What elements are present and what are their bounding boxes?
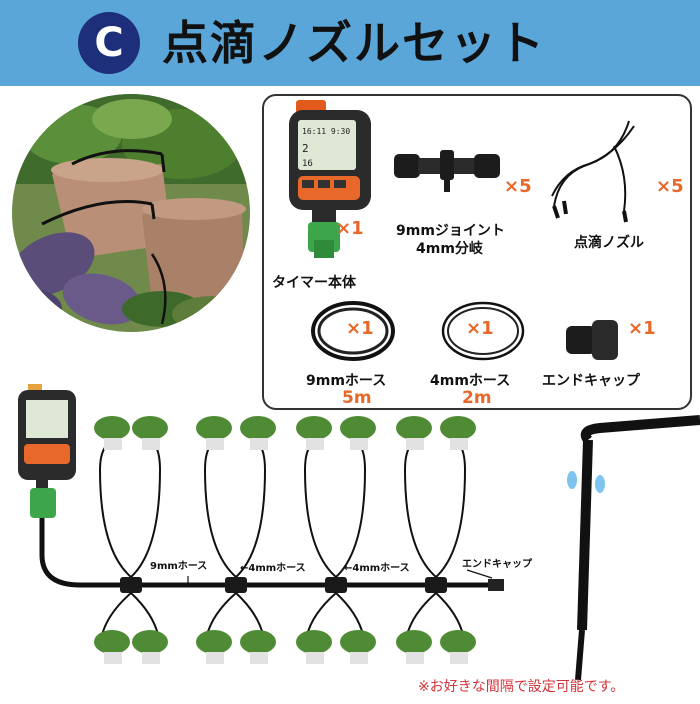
setup-diagram: 9mmホース ←4mmホース ←4mmホース エンドキャップ bbox=[0, 380, 700, 700]
nozzle-image bbox=[544, 116, 644, 226]
hose-9mm-length: 5m bbox=[342, 388, 372, 408]
diagram-label-endcap: エンドキャップ bbox=[462, 559, 532, 570]
diagram-label-4mm-a: ←4mmホース bbox=[240, 563, 306, 574]
endcap-image bbox=[562, 318, 622, 362]
joint-label-line1: 9mmジョイント bbox=[396, 223, 505, 239]
timer-label: タイマー本体 bbox=[272, 275, 356, 291]
svg-text:2: 2 bbox=[302, 142, 309, 155]
nozzle-label: 点滴ノズル bbox=[574, 235, 644, 251]
timer-unit-image: 16:11 9:30 2 16 bbox=[284, 100, 374, 260]
page-title: 点滴ノズルセット bbox=[162, 16, 546, 70]
endcap-label: エンドキャップ bbox=[542, 373, 640, 389]
header-banner: C 点滴ノズルセット bbox=[0, 0, 700, 86]
hose-9mm-qty: ×1 bbox=[346, 318, 374, 339]
diagram-label-9mm: 9mmホース bbox=[150, 561, 208, 572]
joint-qty: ×5 bbox=[504, 176, 532, 197]
hose-4mm-image bbox=[438, 298, 528, 364]
nozzle-qty: ×5 bbox=[656, 176, 684, 197]
section-badge: C bbox=[78, 12, 140, 74]
kit-contents-panel: 16:11 9:30 2 16 ×1 タイマー本体 ×5 9mmジョイント 4m… bbox=[262, 94, 692, 410]
hose-4mm-qty: ×1 bbox=[466, 318, 494, 339]
joint-image bbox=[392, 146, 502, 196]
endcap-qty: ×1 bbox=[628, 318, 656, 339]
garden-photo bbox=[12, 94, 250, 332]
timer-qty: ×1 bbox=[336, 218, 364, 239]
hose-9mm-label: 9mmホース bbox=[306, 373, 387, 389]
hose-4mm-label: 4mmホース bbox=[430, 373, 511, 389]
hose-4mm-length: 2m bbox=[462, 388, 492, 408]
diagram-label-4mm-b: ←4mmホース bbox=[344, 563, 410, 574]
joint-label-line2: 4mm分岐 bbox=[416, 241, 483, 257]
timer-lcd-text: 16:11 9:30 bbox=[302, 127, 350, 136]
svg-text:16: 16 bbox=[302, 159, 313, 169]
interval-note: ※お好きな間隔で設定可能です。 bbox=[418, 679, 625, 695]
hose-9mm-image bbox=[308, 298, 398, 364]
